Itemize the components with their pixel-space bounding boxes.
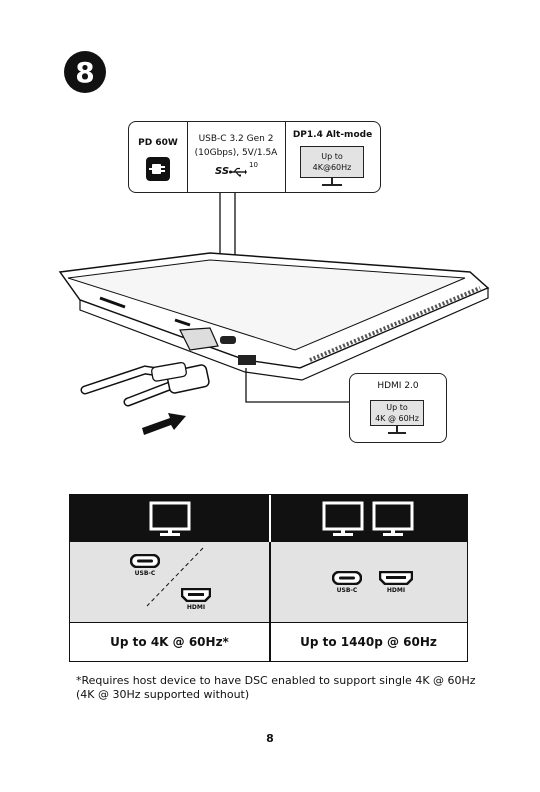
hdmi-port	[238, 355, 256, 365]
usb-spec-label: USB-C 3.2 Gen 2 (10Gbps), 5V/1.5A	[187, 132, 285, 160]
dp-cell: DP1.4 Alt-mode Up to 4K@60Hz	[285, 122, 380, 192]
mid-divider	[269, 542, 271, 622]
usb-cell: USB-C 3.2 Gen 2 (10Gbps), 5V/1.5A SS 10	[187, 122, 286, 192]
usb-spec-line1: USB-C 3.2 Gen 2	[187, 132, 285, 146]
monitor-icon	[372, 501, 414, 537]
monitor-icon	[149, 501, 191, 537]
display-support-table: USB-C HDMI USB-C HDMI Up to 4K @ 60Hz* U…	[69, 494, 468, 662]
usb-spec-line2: (10Gbps), 5V/1.5A	[187, 146, 285, 160]
usb-c-port	[220, 336, 236, 344]
usb-trident-icon	[229, 167, 247, 180]
dual-display-result: Up to 1440p @ 60Hz	[270, 623, 467, 661]
step-number-badge: 8	[64, 51, 106, 93]
port-spec-box: PD 60W USB-C 3.2 Gen 2 (10Gbps), 5V/1.5A…	[128, 121, 381, 193]
dp-monitor-line1: Up to	[321, 151, 343, 162]
arrow-icon	[142, 413, 186, 435]
monitor-icon: Up to 4K@60Hz	[300, 146, 364, 178]
step-number: 8	[75, 56, 94, 89]
hdmi-monitor-line1: Up to	[386, 402, 408, 413]
hdmi-monitor-line2: 4K @ 60Hz	[375, 413, 419, 424]
hdmi-port-label: HDMI	[376, 587, 416, 594]
monitor-icon	[322, 501, 364, 537]
single-display-result: Up to 4K @ 60Hz*	[70, 623, 269, 661]
dp-monitor-line2: 4K@60Hz	[313, 162, 352, 173]
hdmi-port-label: HDMI	[176, 604, 216, 611]
footnote-line2: (4K @ 30Hz supported without)	[76, 688, 476, 702]
usb-c-port-icon	[332, 571, 362, 585]
power-delivery-icon	[146, 157, 170, 181]
hdmi-port-icon	[181, 588, 211, 602]
footnote: *Requires host device to have DSC enable…	[76, 674, 476, 702]
table-result-row: Up to 4K @ 60Hz* Up to 1440p @ 60Hz	[70, 622, 467, 661]
hdmi-label: HDMI 2.0	[350, 381, 446, 391]
monitor-icon: Up to 4K @ 60Hz	[370, 400, 424, 426]
table-header-row	[70, 495, 467, 542]
header-divider	[269, 495, 271, 542]
usb-c-port-label: USB-C	[327, 587, 367, 594]
table-ports-row: USB-C HDMI USB-C HDMI	[70, 542, 467, 622]
pd-label: PD 60W	[129, 136, 187, 150]
usb-logo-sup: 10	[249, 161, 258, 169]
monitor-base	[322, 184, 342, 186]
footnote-line1: *Requires host device to have DSC enable…	[76, 674, 476, 688]
page-number: 8	[0, 732, 540, 745]
hdmi-spec-box: HDMI 2.0 Up to 4K @ 60Hz	[349, 373, 447, 443]
pd-cell: PD 60W	[129, 122, 188, 192]
hdmi-port-icon	[379, 571, 413, 585]
usb-logo-text: SS	[215, 166, 229, 177]
monitor-base	[388, 432, 406, 434]
dp-label: DP1.4 Alt-mode	[285, 128, 380, 142]
